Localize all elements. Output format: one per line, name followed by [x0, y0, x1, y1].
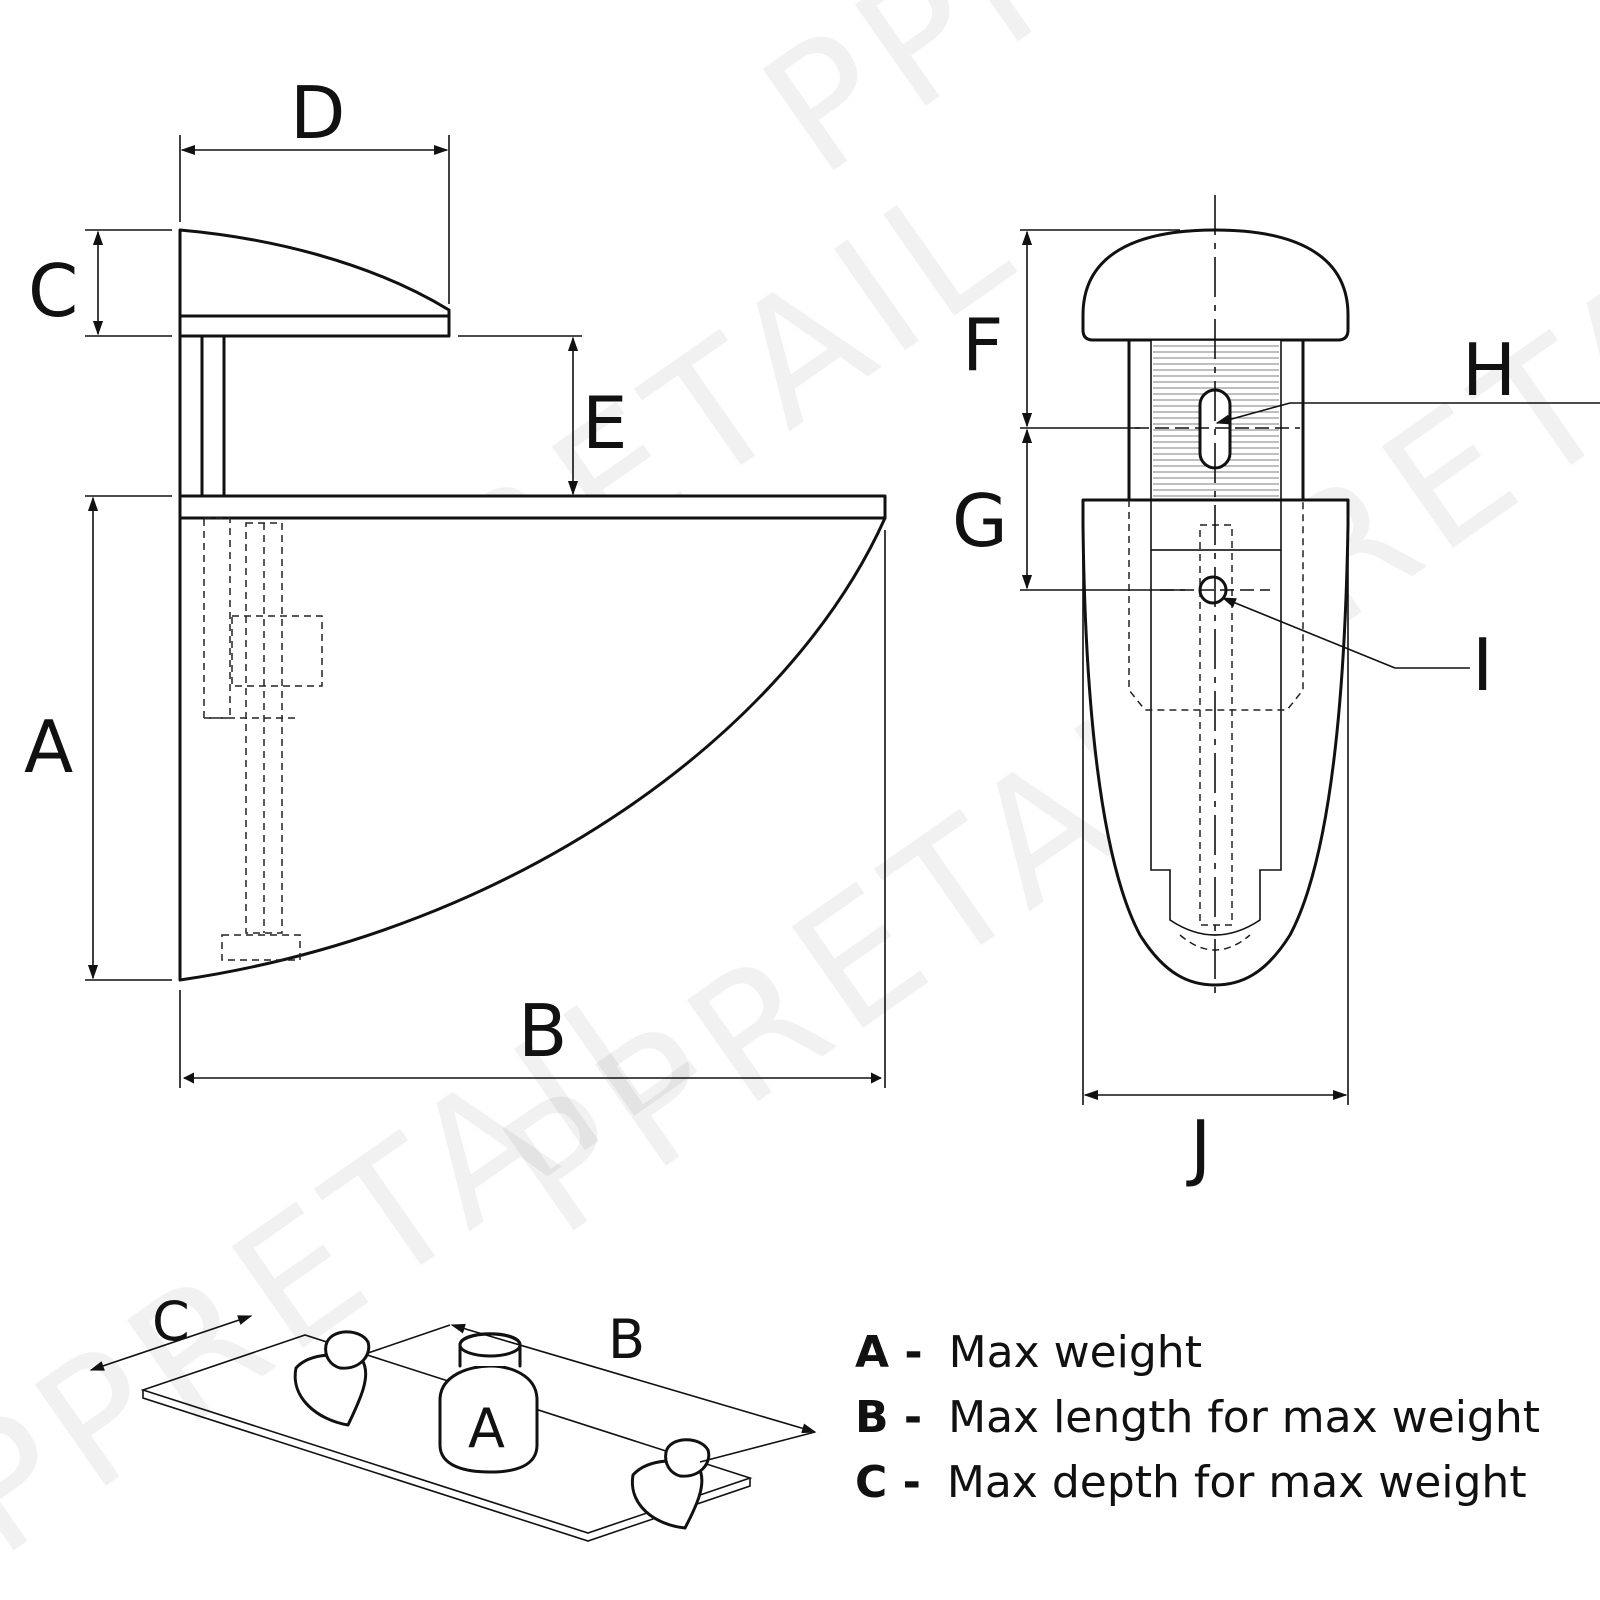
- legend-text: Max weight: [949, 1327, 1202, 1378]
- sketch-label-b: B: [608, 1308, 645, 1371]
- legend-key: A -: [855, 1327, 923, 1378]
- bottom-plate: [178, 494, 887, 520]
- legend-text: Max length for max weight: [948, 1392, 1540, 1443]
- vertical-post: [200, 334, 226, 498]
- leader-h-diagonal: [1215, 402, 1291, 425]
- vertical-post: [178, 334, 204, 498]
- callout-label-h: H: [1462, 328, 1516, 412]
- legend: A - Max weight B - Max length for max we…: [855, 1327, 1540, 1508]
- glass-shelf-edge: [142, 1390, 751, 1542]
- dimension-label-f: F: [962, 303, 1003, 387]
- legend-key: B -: [855, 1392, 922, 1443]
- front-view: F G H I J: [952, 195, 1600, 1189]
- inner-pocket: [1150, 550, 1282, 936]
- legend-key: C -: [855, 1457, 921, 1508]
- legend-item: B - Max length for max weight: [855, 1392, 1540, 1443]
- sketch-label-c: C: [152, 1290, 190, 1353]
- sketch-dimension-b-ext-right: [699, 1431, 816, 1463]
- dimension-label-a: A: [24, 705, 73, 789]
- watermark-text: PPRETAIL: [730, 0, 1550, 214]
- legend-item: C - Max depth for max weight: [855, 1457, 1527, 1508]
- dimension-label-c: C: [28, 249, 78, 333]
- sketch-dimension-c-line: [89, 1315, 253, 1371]
- weight: A: [438, 1332, 539, 1474]
- dimension-label-b: B: [518, 989, 567, 1073]
- dimension-label-j: J: [1186, 1105, 1211, 1189]
- sketch-dimension-b-line-main: [450, 1323, 817, 1434]
- dimension-label-g: G: [952, 479, 1008, 563]
- hidden-screw-front: [1199, 524, 1233, 926]
- bracket-body: [178, 516, 887, 982]
- thread-outline: [1150, 499, 1282, 551]
- sketch-dimension-b-line: [367, 1324, 451, 1354]
- bracket-left: [293, 1330, 371, 1427]
- watermark-text: PPRETAIL: [0, 937, 730, 1594]
- top-clamp-wedge: [178, 228, 451, 338]
- legend-text: Max depth for max weight: [947, 1457, 1527, 1508]
- side-view: D C E A B: [24, 71, 887, 1088]
- bracket-right: [630, 1438, 711, 1530]
- shelf-sketch: A C B: [89, 1290, 817, 1542]
- dimension-label-d: D: [290, 71, 345, 155]
- dimension-label-e: E: [582, 381, 628, 465]
- legend-item: A - Max weight: [855, 1327, 1202, 1378]
- hidden-outline: [1128, 500, 1304, 711]
- leader-i-diagonal: [1221, 597, 1396, 669]
- hidden-screw: [203, 517, 323, 961]
- weight-label-a: A: [468, 1397, 505, 1460]
- callout-label-i: I: [1472, 623, 1493, 707]
